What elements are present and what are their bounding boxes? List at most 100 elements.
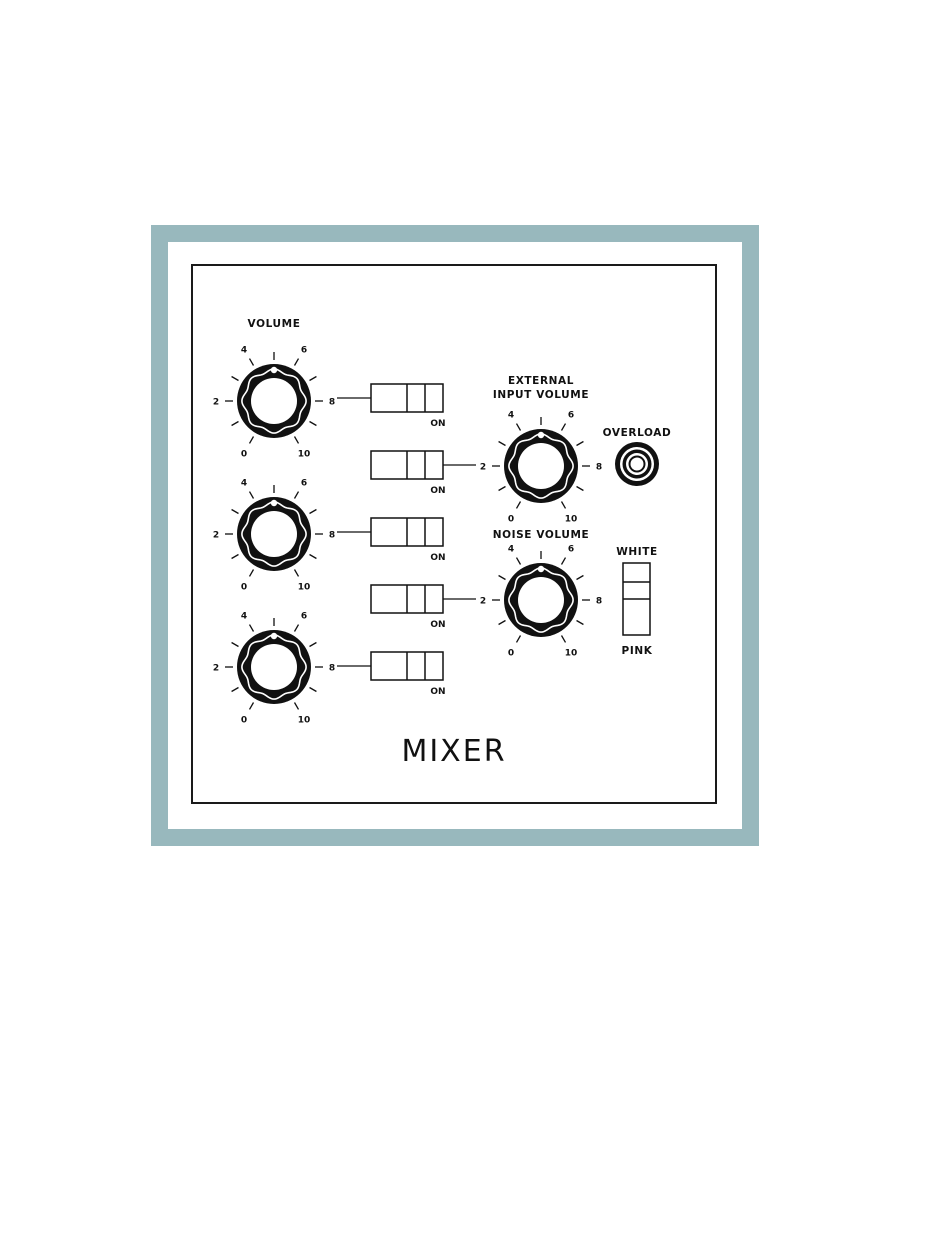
- osc1-switch[interactable]: ON: [337, 384, 446, 429]
- dial-label: 10: [565, 514, 578, 524]
- dial-tick: [295, 625, 299, 632]
- dial-label: 6: [301, 479, 307, 489]
- switch-on-label: ON: [430, 553, 445, 563]
- dial-label: 0: [241, 582, 247, 592]
- switch-on-label: ON: [430, 687, 445, 697]
- dial-label: 4: [241, 612, 247, 622]
- external-input-volume-knob[interactable]: 0 2 4 6 8 10: [480, 411, 602, 525]
- dial-label: 6: [568, 411, 574, 421]
- noise-switch[interactable]: ON: [371, 585, 476, 630]
- dial-tick: [295, 570, 299, 577]
- dial-label: 4: [241, 346, 247, 356]
- dial-label: 2: [480, 597, 486, 607]
- dial-tick: [310, 377, 317, 381]
- dial-label: 0: [241, 715, 247, 725]
- dial-label: 10: [298, 449, 311, 459]
- osc3-switch[interactable]: ON: [337, 652, 446, 697]
- dial-label: 0: [508, 648, 514, 658]
- osc2-volume-knob[interactable]: 0 2 4 6 8 10: [213, 479, 335, 593]
- dial-tick: [232, 555, 239, 559]
- dial-label: 2: [213, 664, 219, 674]
- dial-label: 8: [329, 531, 335, 541]
- dial-tick: [250, 703, 254, 710]
- dial-tick: [295, 437, 299, 444]
- knob-face: [518, 577, 564, 623]
- noise-volume-label: NOISE VOLUME: [493, 529, 590, 541]
- dial-tick: [577, 487, 584, 491]
- knob-indicator: [271, 633, 277, 639]
- dial-label: 4: [508, 545, 514, 555]
- knob-face: [251, 511, 297, 557]
- knob-face: [251, 644, 297, 690]
- dial-label: 2: [213, 398, 219, 408]
- dial-tick: [310, 510, 317, 514]
- dial-tick: [499, 442, 506, 446]
- dial-tick: [295, 492, 299, 499]
- panel-title: MIXER: [401, 734, 506, 769]
- dial-label: 6: [301, 346, 307, 356]
- external-switch[interactable]: ON: [371, 451, 476, 496]
- dial-tick: [562, 424, 566, 431]
- dial-tick: [232, 510, 239, 514]
- knob-face: [251, 378, 297, 424]
- noise-volume-knob[interactable]: 0 2 4 6 8 10: [480, 545, 602, 659]
- dial-label: 2: [480, 463, 486, 473]
- dial-tick: [562, 558, 566, 565]
- dial-tick: [295, 359, 299, 366]
- dial-tick: [310, 643, 317, 647]
- overload-lamp-icon: [615, 442, 659, 486]
- knob-indicator: [271, 500, 277, 506]
- dial-label: 10: [298, 582, 311, 592]
- osc2-switch[interactable]: ON: [337, 518, 446, 563]
- white-pink-selector[interactable]: [623, 563, 650, 635]
- dial-tick: [232, 643, 239, 647]
- dial-tick: [562, 502, 566, 509]
- dial-tick: [232, 688, 239, 692]
- dial-tick: [517, 558, 521, 565]
- dial-tick: [250, 437, 254, 444]
- dial-tick: [499, 621, 506, 625]
- dial-tick: [250, 625, 254, 632]
- external-label-line1: EXTERNAL: [508, 375, 574, 387]
- dial-tick: [310, 688, 317, 692]
- dial-tick: [577, 576, 584, 580]
- dial-label: 4: [508, 411, 514, 421]
- switch-on-label: ON: [430, 486, 445, 496]
- dial-tick: [232, 422, 239, 426]
- dial-label: 6: [568, 545, 574, 555]
- dial-label: 8: [596, 463, 602, 473]
- dial-tick: [577, 442, 584, 446]
- dial-tick: [577, 621, 584, 625]
- overload-label: OVERLOAD: [603, 427, 672, 439]
- dial-tick: [310, 422, 317, 426]
- switch-on-label: ON: [430, 419, 445, 429]
- dial-label: 6: [301, 612, 307, 622]
- dial-tick: [232, 377, 239, 381]
- external-label-line2: INPUT VOLUME: [493, 389, 589, 401]
- white-label: WHITE: [616, 546, 658, 558]
- dial-label: 8: [596, 597, 602, 607]
- dial-tick: [250, 570, 254, 577]
- dial-tick: [250, 359, 254, 366]
- dial-tick: [517, 424, 521, 431]
- knob-indicator: [538, 432, 544, 438]
- dial-tick: [250, 492, 254, 499]
- dial-tick: [517, 502, 521, 509]
- knob-face: [518, 443, 564, 489]
- dial-tick: [310, 555, 317, 559]
- dial-label: 4: [241, 479, 247, 489]
- dial-label: 10: [565, 648, 578, 658]
- switches-layer: ON ON ON ON ON: [337, 384, 476, 697]
- dial-tick: [562, 636, 566, 643]
- dial-tick: [517, 636, 521, 643]
- dial-label: 0: [241, 449, 247, 459]
- dial-label: 10: [298, 715, 311, 725]
- dial-tick: [499, 487, 506, 491]
- knob-indicator: [271, 367, 277, 373]
- dial-label: 0: [508, 514, 514, 524]
- knob-indicator: [538, 566, 544, 572]
- dial-label: 2: [213, 531, 219, 541]
